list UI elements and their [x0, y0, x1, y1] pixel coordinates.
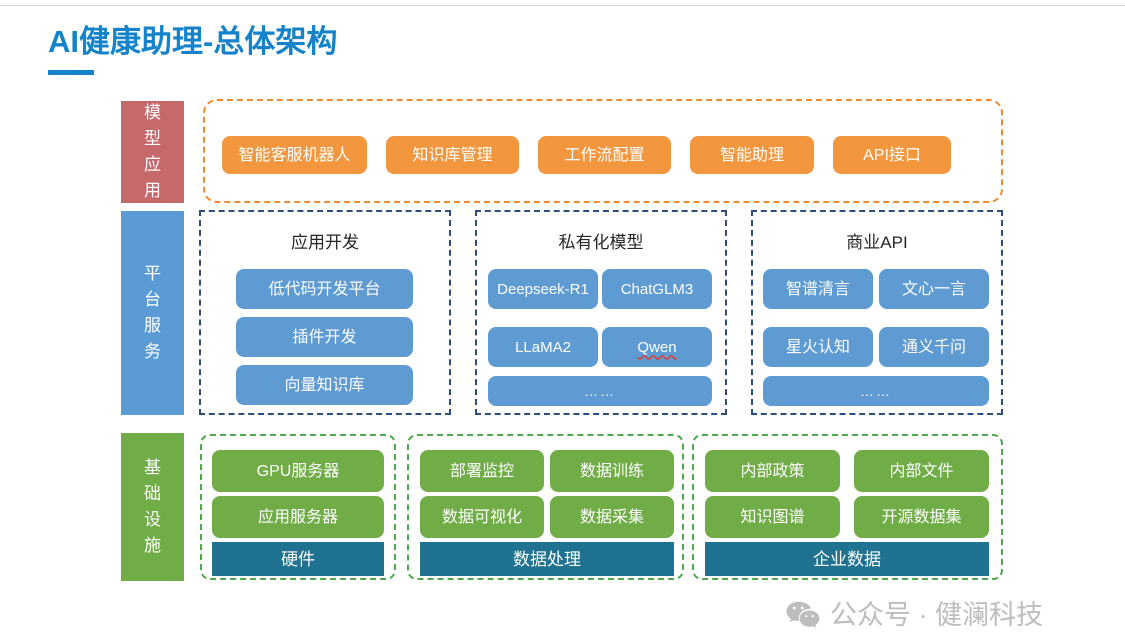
chip-gpu-server[interactable]: GPU服务器 — [212, 450, 384, 492]
chip-tongyi-qianwen[interactable]: 通义千问 — [879, 327, 989, 367]
chip-label: 数据采集 — [579, 508, 644, 526]
chip-knowledge-base-management[interactable]: 知识库管理 — [386, 136, 519, 174]
chip-label: 开源数据集 — [881, 508, 962, 526]
chip-label: 星火认知 — [785, 338, 850, 356]
chip-intelligent-assistant[interactable]: 智能助理 — [690, 136, 814, 174]
title-underline — [48, 70, 94, 75]
band-label-platform-service: 平台服务 — [121, 211, 184, 415]
chip-label: 智能客服机器人 — [238, 146, 351, 164]
chip-commercial-api-more[interactable]: …… — [763, 376, 989, 406]
chip-application-server[interactable]: 应用服务器 — [212, 496, 384, 538]
bar-label: 硬件 — [281, 549, 315, 569]
chip-zhipu-qingyan[interactable]: 智谱清言 — [763, 269, 873, 309]
chip-label: 数据训练 — [579, 462, 644, 480]
chip-label: GPU服务器 — [256, 462, 340, 480]
watermark: 公众号 · 健澜科技 — [786, 598, 1043, 632]
chip-label: 知识库管理 — [412, 146, 493, 164]
chip-low-code-development-platform[interactable]: 低代码开发平台 — [236, 269, 413, 309]
chip-knowledge-graph[interactable]: 知识图谱 — [705, 496, 840, 538]
chip-plugin-development[interactable]: 插件开发 — [236, 317, 413, 357]
band-label-infrastructure: 基础设施 — [121, 433, 184, 581]
band-label-infrastructure-text: 基础设施 — [144, 458, 161, 555]
chip-deployment-monitoring[interactable]: 部署监控 — [420, 450, 544, 492]
chip-label: 应用服务器 — [257, 508, 338, 526]
bar-label: 企业数据 — [813, 549, 881, 569]
chip-vector-knowledge-base[interactable]: 向量知识库 — [236, 365, 413, 405]
chip-data-collection[interactable]: 数据采集 — [550, 496, 674, 538]
band-label-model-application: 模型应用 — [121, 101, 184, 203]
bar-data-processing[interactable]: 数据处理 — [420, 542, 674, 576]
chip-internal-policy[interactable]: 内部政策 — [705, 450, 840, 492]
chip-label: 部署监控 — [449, 462, 514, 480]
chip-xinghuo-renzhi[interactable]: 星火认知 — [763, 327, 873, 367]
chip-label: Deepseek-R1 — [497, 280, 589, 298]
chip-llama2[interactable]: LLaMA2 — [488, 327, 598, 367]
band-label-platform-service-text: 平台服务 — [144, 264, 161, 361]
chip-label: 知识图谱 — [740, 508, 805, 526]
chip-data-visualization[interactable]: 数据可视化 — [420, 496, 544, 538]
chip-label: ChatGLM3 — [620, 280, 694, 298]
chip-label: Qwen — [637, 338, 677, 356]
watermark-text: 公众号 · 健澜科技 — [830, 600, 1043, 630]
group-caption-private-models: 私有化模型 — [558, 233, 644, 252]
chip-label: API接口 — [863, 146, 921, 164]
chip-label: 智谱清言 — [785, 280, 850, 298]
chip-intelligent-customer-service-robot[interactable]: 智能客服机器人 — [222, 136, 367, 174]
chip-label: LLaMA2 — [515, 338, 571, 356]
group-caption-app-development: 应用开发 — [291, 233, 359, 252]
chip-label: 低代码开发平台 — [268, 280, 381, 298]
wechat-icon — [786, 601, 820, 628]
bar-enterprise-data[interactable]: 企业数据 — [705, 542, 989, 576]
chip-data-training[interactable]: 数据训练 — [550, 450, 674, 492]
group-caption-commercial-api: 商业API — [846, 233, 908, 252]
chip-chatglm3[interactable]: ChatGLM3 — [602, 269, 712, 309]
band-label-model-application-text: 模型应用 — [144, 103, 161, 200]
chip-qwen[interactable]: Qwen — [602, 327, 712, 367]
chip-deepseek-r1[interactable]: Deepseek-R1 — [488, 269, 598, 309]
bar-hardware[interactable]: 硬件 — [212, 542, 384, 576]
chip-label: 文心一言 — [901, 280, 966, 298]
chip-label: 向量知识库 — [284, 376, 365, 394]
chip-api-interface[interactable]: API接口 — [833, 136, 951, 174]
chip-label: …… — [860, 382, 892, 399]
chip-wenxin-yiyan[interactable]: 文心一言 — [879, 269, 989, 309]
chip-internal-documents[interactable]: 内部文件 — [854, 450, 989, 492]
chip-private-models-more[interactable]: …… — [488, 376, 712, 406]
page-title-block: AI健康助理-总体架构 — [48, 22, 337, 75]
page-title: AI健康助理-总体架构 — [48, 24, 338, 59]
chip-label: …… — [584, 382, 616, 399]
chip-label: 智能助理 — [719, 146, 784, 164]
bar-label: 数据处理 — [513, 549, 581, 569]
chip-label: 工作流配置 — [564, 146, 645, 164]
chip-label: 插件开发 — [292, 328, 357, 346]
top-divider — [0, 5, 1125, 6]
chip-workflow-configuration[interactable]: 工作流配置 — [538, 136, 671, 174]
chip-label: 内部政策 — [740, 462, 805, 480]
chip-open-source-dataset[interactable]: 开源数据集 — [854, 496, 989, 538]
chip-label: 数据可视化 — [441, 508, 522, 526]
chip-label: 通义千问 — [901, 338, 966, 356]
chip-label: 内部文件 — [889, 462, 954, 480]
